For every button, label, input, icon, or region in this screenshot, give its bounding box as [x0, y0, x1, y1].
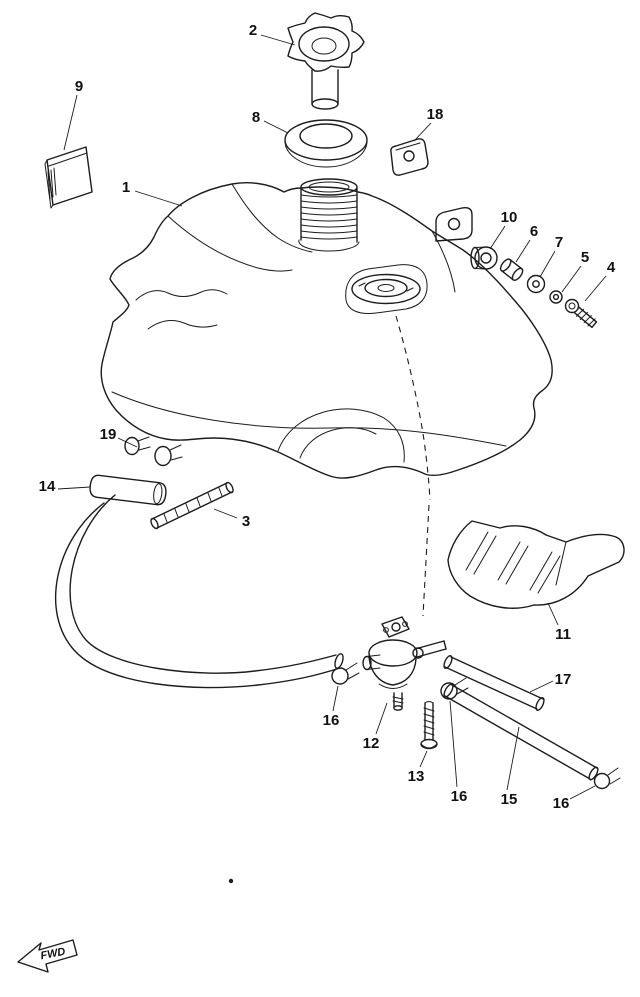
callout-17: 17	[555, 671, 572, 688]
reference-dot	[228, 878, 234, 884]
mount-bolt	[564, 298, 598, 329]
callout-5: 5	[581, 249, 589, 266]
callout-7: 7	[555, 234, 563, 251]
fuel-hose-15	[443, 683, 599, 781]
callout-16b: 16	[451, 788, 468, 805]
drain-screw	[420, 701, 438, 750]
callout-4: 4	[607, 259, 616, 276]
hose-clamp-16a	[331, 662, 360, 685]
callout-18: 18	[427, 106, 444, 123]
callout-6: 6	[530, 223, 538, 240]
guide-dashed-line	[422, 504, 430, 617]
callout-10: 10	[501, 209, 518, 226]
fuel-tank	[100, 178, 553, 501]
washer	[526, 274, 546, 294]
small-washer	[549, 290, 563, 304]
callout-3: 3	[242, 513, 250, 530]
cap-gasket	[284, 119, 368, 168]
caution-label	[44, 146, 93, 209]
tank-bracket	[390, 138, 429, 176]
spacer	[499, 258, 524, 281]
fwd-label: FWD	[40, 946, 67, 963]
callout-16a: 16	[323, 712, 340, 729]
callout-1: 1	[122, 179, 130, 196]
fuel-hose-14	[54, 474, 344, 689]
fuel-cock	[362, 616, 447, 711]
callout-9: 9	[75, 78, 83, 95]
fuel-hose-17	[443, 655, 545, 711]
callout-19: 19	[100, 426, 117, 443]
callouts: 2 9 8 18 1 10 6 7 5 4 19 14 3 11 17 16 1…	[39, 22, 616, 812]
callout-15: 15	[501, 791, 518, 808]
fwd-arrow: FWD	[17, 939, 78, 973]
callout-8: 8	[252, 109, 260, 126]
callout-13: 13	[408, 768, 425, 785]
callout-16c: 16	[553, 795, 570, 812]
mount-collar	[470, 246, 498, 270]
rubber-damper	[447, 520, 625, 609]
callout-2: 2	[249, 22, 257, 39]
fuel-cap	[287, 12, 365, 110]
overflow-pipe	[150, 481, 234, 530]
hose-clamp-19	[124, 436, 183, 467]
callout-12: 12	[363, 735, 380, 752]
hose-clamp-16c	[593, 767, 621, 790]
leader-lines	[57, 34, 607, 800]
callout-14: 14	[39, 478, 56, 495]
callout-11: 11	[555, 626, 571, 643]
